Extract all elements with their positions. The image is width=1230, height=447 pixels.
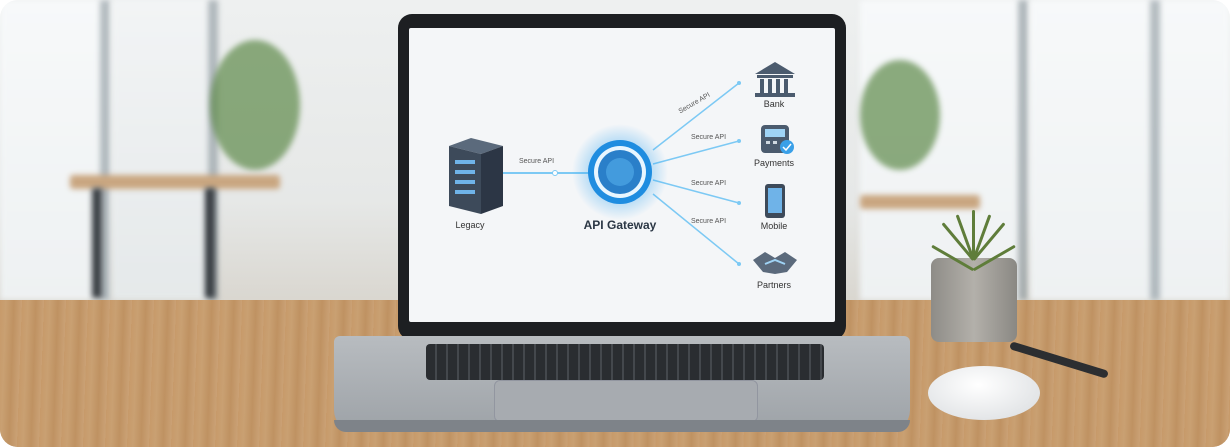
table-leg [205,188,215,298]
window-left [0,0,110,300]
connector-node [737,201,741,205]
window-left-2 [112,0,212,300]
connector-label-legacy: Secure API [519,158,555,165]
node-label-payments: Payments [753,158,795,168]
window-frame [1018,0,1028,300]
background-table [70,175,280,189]
gateway-orb-highlight [606,158,634,186]
succulent-leaf [972,210,975,258]
connector-node [737,262,741,266]
connector-label-mobile: Secure API [691,180,727,187]
gateway-title: API Gateway [583,218,657,232]
connector-node [737,139,741,143]
bank-icon [755,62,795,97]
connector-payments [652,140,740,165]
server-rack-icon [449,138,503,214]
node-label-mobile: Mobile [760,221,788,231]
laptop-keyboard [426,344,824,380]
connector-node [552,170,558,176]
table-leg [92,188,102,298]
laptop-screen: Legacy Secure API Bank Secure API Paymen… [409,28,835,322]
plant-pot [931,258,1017,342]
office-plant [860,60,940,170]
laptop-front-edge [334,420,910,432]
handshake-icon [753,252,797,274]
laptop-trackpad [494,380,758,422]
connector-label-partners: Secure API [691,218,727,225]
smartphone-icon [765,184,785,218]
window-right-2 [1030,0,1230,300]
connector-partners [652,193,740,265]
window-frame [208,0,218,300]
payment-terminal-icon [761,125,794,154]
connector-label-payments: Secure API [691,134,727,141]
node-label-partners: Partners [756,280,791,290]
connector-node [737,81,741,85]
node-label-bank: Bank [763,99,785,109]
window-frame [1150,0,1160,300]
background-table [860,195,980,209]
office-plant [210,40,300,170]
connector-mobile [652,179,740,204]
node-label-legacy: Legacy [455,220,485,230]
window-frame [100,0,110,300]
connector-bank [652,82,740,151]
computer-mouse [928,366,1040,420]
gateway-diagram [449,62,797,274]
